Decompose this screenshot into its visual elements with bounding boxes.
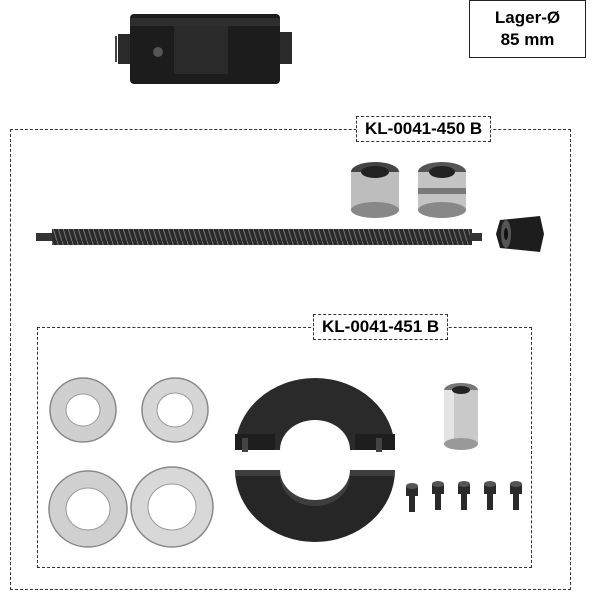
washer-4-image [130,466,214,548]
bearing-diameter-badge: Lager-Ø 85 mm [469,0,586,58]
bearing-diameter-value: 85 mm [500,30,555,49]
kit-outer-label: KL-0041-450 B [356,116,492,142]
washer-3-image [48,470,128,548]
washer-1-image [49,377,117,443]
nut-image [496,216,544,252]
small-sleeve-image [444,383,478,450]
bolts-image [406,481,522,512]
kit-inner-frame [37,327,532,568]
bearing-diameter-label: Lager-Ø [494,8,561,27]
sleeve-1-image [351,162,399,218]
sleeve-2-image [418,162,466,218]
washer-2-image [141,377,209,443]
hydraulic-cylinder-image [115,14,292,84]
threaded-rod-image [36,229,482,245]
kit-outer-frame [10,129,571,590]
kit-inner-label: KL-0041-451 B [313,314,449,340]
split-plate-image [235,378,395,542]
